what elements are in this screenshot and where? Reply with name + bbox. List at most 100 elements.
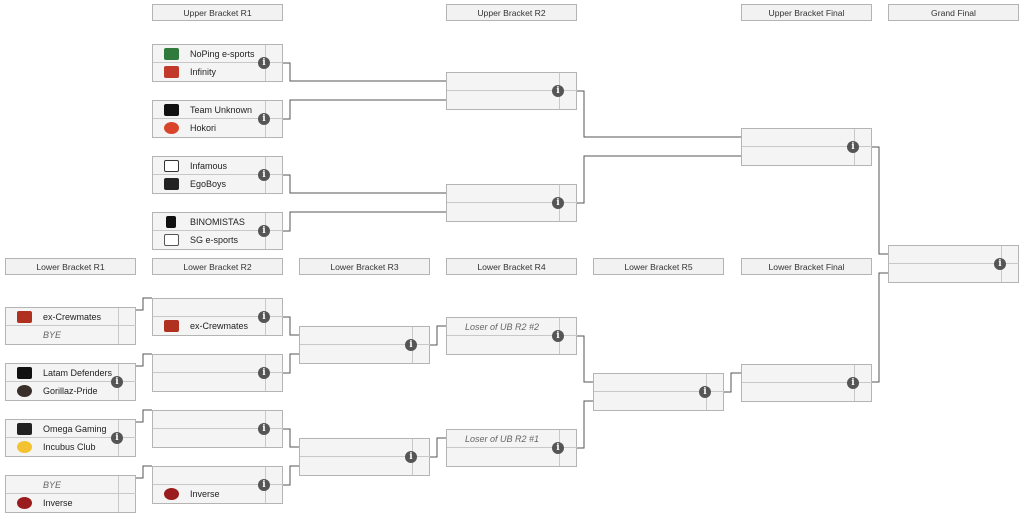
- match-lb-r2-4[interactable]: Inverse i: [152, 466, 283, 504]
- team-slot-empty[interactable]: [447, 91, 559, 109]
- team-slot-empty[interactable]: [594, 392, 706, 410]
- team-slot[interactable]: Infinity: [153, 63, 265, 81]
- match-lb-r4-2[interactable]: Loser of UB R2 #1 i: [446, 429, 577, 467]
- team-slot-empty[interactable]: [742, 383, 854, 401]
- team-slot-empty[interactable]: [889, 246, 1001, 264]
- score-cell: [265, 157, 283, 175]
- team-slot-empty[interactable]: [742, 365, 854, 383]
- team-slot[interactable]: BINOMISTAS: [153, 213, 265, 231]
- team-slot[interactable]: EgoBoys: [153, 175, 265, 193]
- team-slot-empty[interactable]: [742, 129, 854, 147]
- team-slot-empty[interactable]: [447, 73, 559, 91]
- info-icon[interactable]: i: [258, 113, 270, 125]
- match-lb-r1-1[interactable]: ex-Crewmates BYE: [5, 307, 136, 345]
- info-icon[interactable]: i: [258, 57, 270, 69]
- score-cell: [412, 457, 430, 475]
- team-slot-empty[interactable]: [153, 411, 265, 429]
- team-slot[interactable]: NoPing e-sports: [153, 45, 265, 63]
- team-slot-empty[interactable]: [300, 327, 412, 345]
- team-slot-empty[interactable]: [300, 439, 412, 457]
- team-name: Infamous: [190, 161, 228, 171]
- info-icon[interactable]: i: [258, 479, 270, 491]
- score-cell: [412, 345, 430, 363]
- info-icon[interactable]: i: [258, 367, 270, 379]
- info-icon[interactable]: i: [405, 339, 417, 351]
- team-slot-empty[interactable]: [889, 264, 1001, 282]
- info-icon[interactable]: i: [111, 376, 123, 388]
- team-slot[interactable]: Inverse: [6, 494, 118, 512]
- team-slot[interactable]: Team Unknown: [153, 101, 265, 119]
- info-icon[interactable]: i: [111, 432, 123, 444]
- dota-logo-icon: [164, 320, 179, 332]
- score-cell: [559, 185, 577, 203]
- match-grand-final[interactable]: i: [888, 245, 1019, 283]
- bye-slot: BYE: [6, 476, 118, 494]
- bye-label: BYE: [43, 330, 62, 340]
- score-cell: [706, 374, 724, 392]
- team-slot[interactable]: Incubus Club: [6, 438, 118, 456]
- info-icon[interactable]: i: [994, 258, 1006, 270]
- team-slot-empty[interactable]: [153, 355, 265, 373]
- team-slot-empty[interactable]: [300, 345, 412, 363]
- score-cell: [706, 392, 724, 410]
- team-name: SG e-sports: [190, 235, 239, 245]
- match-lb-r4-1[interactable]: Loser of UB R2 #2 i: [446, 317, 577, 355]
- team-slot-empty[interactable]: [300, 457, 412, 475]
- team-slot-empty[interactable]: [153, 429, 265, 447]
- team-slot[interactable]: SG e-sports: [153, 231, 265, 249]
- team-slot[interactable]: ex-Crewmates: [153, 317, 265, 335]
- info-icon[interactable]: i: [258, 423, 270, 435]
- info-icon[interactable]: i: [552, 197, 564, 209]
- info-icon[interactable]: i: [552, 330, 564, 342]
- header-lb-r2: Lower Bracket R2: [152, 258, 283, 275]
- match-lb-r1-2[interactable]: Latam Defenders Gorillaz-Pride i: [5, 363, 136, 401]
- team-slot[interactable]: ex-Crewmates: [6, 308, 118, 326]
- match-lb-r1-4[interactable]: BYE Inverse: [5, 475, 136, 513]
- inverse-logo-icon: [17, 497, 32, 509]
- info-icon[interactable]: i: [258, 311, 270, 323]
- info-icon[interactable]: i: [847, 141, 859, 153]
- match-lb-r1-3[interactable]: Omega Gaming Incubus Club i: [5, 419, 136, 457]
- score-cell: [412, 327, 430, 345]
- team-slot-empty[interactable]: [153, 373, 265, 391]
- match-ub-final[interactable]: i: [741, 128, 872, 166]
- match-ub-r1-4[interactable]: BINOMISTAS SG e-sports i: [152, 212, 283, 250]
- team-slot-empty[interactable]: [447, 336, 559, 354]
- info-icon[interactable]: i: [699, 386, 711, 398]
- match-lb-r2-1[interactable]: ex-Crewmates i: [152, 298, 283, 336]
- team-slot-empty[interactable]: [153, 467, 265, 485]
- info-icon[interactable]: i: [258, 225, 270, 237]
- omega-logo-icon: [17, 423, 32, 435]
- match-ub-r2-1[interactable]: i: [446, 72, 577, 110]
- score-cell: [559, 448, 577, 466]
- match-ub-r1-1[interactable]: NoPing e-sports Infinity i: [152, 44, 283, 82]
- team-slot[interactable]: Gorillaz-Pride: [6, 382, 118, 400]
- team-slot-empty[interactable]: [447, 185, 559, 203]
- info-icon[interactable]: i: [847, 377, 859, 389]
- team-slot-empty[interactable]: [594, 374, 706, 392]
- team-slot-empty[interactable]: [153, 299, 265, 317]
- info-icon[interactable]: i: [552, 85, 564, 97]
- match-ub-r2-2[interactable]: i: [446, 184, 577, 222]
- score-cell: [412, 439, 430, 457]
- team-slot-empty[interactable]: [447, 448, 559, 466]
- team-slot[interactable]: Latam Defenders: [6, 364, 118, 382]
- info-icon[interactable]: i: [552, 442, 564, 454]
- team-slot[interactable]: Hokori: [153, 119, 265, 137]
- team-slot-empty[interactable]: [742, 147, 854, 165]
- match-lb-r5[interactable]: i: [593, 373, 724, 411]
- info-icon[interactable]: i: [405, 451, 417, 463]
- match-lb-final[interactable]: i: [741, 364, 872, 402]
- team-slot[interactable]: Infamous: [153, 157, 265, 175]
- match-lb-r2-3[interactable]: i: [152, 410, 283, 448]
- match-lb-r3-1[interactable]: i: [299, 326, 430, 364]
- info-icon[interactable]: i: [258, 169, 270, 181]
- team-slot[interactable]: Omega Gaming: [6, 420, 118, 438]
- team-slot[interactable]: Inverse: [153, 485, 265, 503]
- match-ub-r1-2[interactable]: Team Unknown Hokori i: [152, 100, 283, 138]
- match-lb-r2-2[interactable]: i: [152, 354, 283, 392]
- gorillaz-logo-icon: [17, 385, 32, 397]
- match-ub-r1-3[interactable]: Infamous EgoBoys i: [152, 156, 283, 194]
- match-lb-r3-2[interactable]: i: [299, 438, 430, 476]
- team-slot-empty[interactable]: [447, 203, 559, 221]
